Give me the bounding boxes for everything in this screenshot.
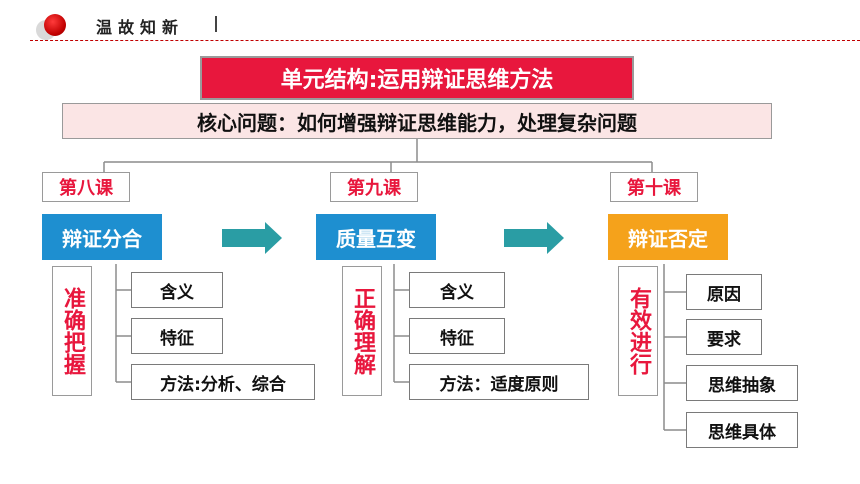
topic-box: 质量互变	[316, 214, 436, 260]
item-box: 含义	[131, 272, 223, 308]
lesson-label: 第十课	[610, 172, 698, 202]
topic-box: 辩证否定	[608, 214, 728, 260]
core-question: 核心问题：如何增强辩证思维能力，处理复杂问题	[62, 103, 772, 139]
unit-title: 单元结构:运用辩证思维方法	[200, 56, 634, 100]
header-divider	[215, 16, 217, 32]
header-title: 温故知新	[96, 18, 185, 37]
item-box: 方法:分析、综合	[131, 364, 315, 400]
item-box: 原因	[686, 274, 762, 310]
item-box: 要求	[686, 319, 762, 355]
vertical-label: 准确把握	[52, 266, 92, 396]
header-dashed-line	[30, 40, 860, 41]
topic-box: 辩证分合	[42, 214, 162, 260]
item-box: 特征	[409, 318, 505, 354]
item-box: 思维具体	[686, 412, 798, 448]
lesson-label: 第八课	[42, 172, 130, 202]
item-box: 特征	[131, 318, 223, 354]
lesson-label: 第九课	[330, 172, 418, 202]
item-box: 含义	[409, 272, 505, 308]
right-arrow-icon	[504, 222, 564, 254]
item-box: 思维抽象	[686, 365, 798, 401]
vertical-label: 有效进行	[618, 266, 658, 396]
vertical-label: 正确理解	[342, 266, 382, 396]
item-box: 方法：适度原则	[409, 364, 589, 400]
logo-red-circle-icon	[44, 14, 66, 36]
right-arrow-icon	[222, 222, 282, 254]
